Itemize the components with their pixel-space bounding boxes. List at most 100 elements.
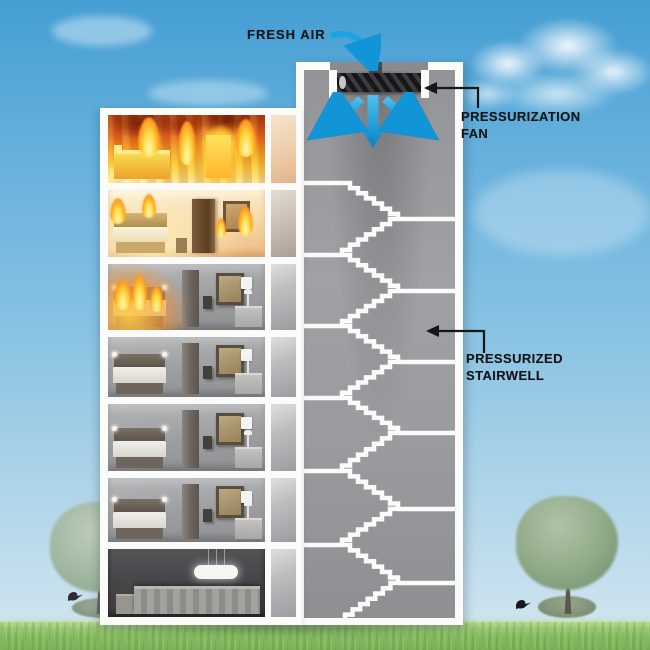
bed-mattress: [113, 227, 168, 242]
corridor-strip: [271, 404, 296, 471]
bed-mattress: [113, 367, 166, 383]
bed-base: [116, 457, 163, 468]
stairwell-tower: [296, 62, 463, 625]
desk: [235, 306, 262, 327]
floor-2-bedroom: [108, 478, 265, 542]
wall-tv-icon: [203, 508, 212, 522]
flame-icon: [236, 119, 256, 157]
fan-support: [329, 70, 337, 98]
desk: [235, 518, 262, 539]
flame-icon: [110, 198, 126, 224]
wall-tv-icon: [203, 295, 212, 309]
bed-base: [116, 242, 165, 253]
bed-mattress: [113, 512, 166, 528]
desk-lamp-icon: [244, 501, 252, 518]
stairwell-interior: [304, 70, 455, 618]
fan-end-cap: [339, 76, 346, 89]
floor-4-bedroom: [108, 337, 265, 397]
bed-mattress: [113, 441, 166, 457]
cloud-wisp: [52, 16, 152, 46]
lamp-cord: [208, 549, 209, 566]
flame-icon: [138, 117, 160, 157]
pressurization-fan-label: PRESSURIZATION FAN: [461, 108, 580, 142]
bed-headboard: [114, 499, 165, 512]
desk: [235, 373, 262, 394]
bed: [112, 426, 167, 468]
bed-base: [116, 528, 163, 539]
lamp-cord: [216, 549, 217, 566]
wall-switch: [241, 277, 252, 290]
building-left-wing: [100, 108, 302, 625]
corridor-strip: [271, 115, 296, 183]
tree-trunk: [564, 580, 572, 614]
wall-picture: [216, 344, 244, 377]
stairs-zigzag: [304, 180, 455, 618]
grass: [0, 622, 650, 650]
wall-lamp-icon: [112, 497, 117, 502]
pressurized-stairwell-label-line1: PRESSURIZED: [466, 351, 563, 366]
bed-headboard: [114, 213, 167, 227]
corridor-strip: [271, 337, 296, 397]
fan-support: [421, 70, 429, 98]
pressurization-fan-label-line1: PRESSURIZATION: [461, 109, 581, 124]
wall-lamp-icon: [162, 426, 167, 431]
desk-lamp-icon: [244, 430, 252, 447]
pressurized-stairwell-label-line2: STAIRWELL: [466, 368, 545, 383]
wall-lamp-icon: [112, 352, 117, 357]
desk-lamp-icon: [244, 356, 252, 373]
reception-counter: [134, 586, 260, 614]
wall-picture: [216, 486, 244, 519]
fresh-air-label: FRESH AIR: [247, 27, 326, 42]
open-door: [192, 199, 215, 253]
stairwell-leader-arrow: [426, 325, 486, 353]
wardrobe: [182, 484, 199, 539]
desk: [235, 447, 262, 468]
desk-lamp-icon: [244, 289, 252, 306]
cloud-wisp: [474, 170, 650, 256]
pressurized-stairwell-label: PRESSURIZED STAIRWELL: [466, 350, 563, 384]
flame-icon: [142, 194, 156, 218]
wardrobe: [182, 343, 199, 394]
floor-5-bed-fire: [108, 264, 265, 330]
wall-switch: [241, 490, 252, 503]
cloud-large: [448, 2, 650, 120]
bed-base: [116, 383, 163, 394]
wardrobe: [182, 270, 199, 327]
floor-6-fire-room: [108, 190, 265, 257]
wall-tv-icon: [203, 365, 212, 379]
corridor-strip: [271, 478, 296, 542]
wall-switch: [241, 417, 252, 430]
floor-3-bedroom: [108, 404, 265, 471]
flame-icon: [150, 286, 163, 312]
flame-icon: [216, 218, 226, 238]
reception-counter: [116, 594, 138, 614]
wardrobe: [182, 410, 199, 468]
corridor-strip: [271, 549, 296, 617]
lamp-cord: [224, 549, 225, 566]
flame-icon: [178, 121, 196, 165]
wall-switch: [241, 349, 252, 361]
bed-headboard: [114, 354, 165, 367]
bed: [112, 352, 167, 394]
corridor-strip: [271, 190, 296, 257]
fresh-air-arrow-icon: [330, 31, 381, 71]
wall-tv-icon: [203, 436, 212, 450]
bed: [112, 497, 167, 539]
ground-floor-lobby: [108, 549, 265, 617]
tree-canopy: [516, 496, 618, 590]
chair: [176, 238, 187, 253]
bird-icon: [516, 600, 531, 609]
pressurization-fan-label-line2: FAN: [461, 126, 489, 141]
tree-right: [506, 496, 618, 618]
flame-icon: [238, 206, 253, 236]
pressurization-fan-icon: [337, 73, 421, 92]
corridor-strip: [271, 264, 296, 330]
bed-headboard: [114, 428, 165, 441]
burning-doorway: [206, 135, 231, 178]
bird-icon: [68, 592, 83, 601]
airflow-arrows-icon: [306, 92, 440, 148]
wall-lamp-icon: [112, 426, 117, 431]
bed: [113, 213, 168, 253]
flame-icon: [132, 274, 147, 310]
